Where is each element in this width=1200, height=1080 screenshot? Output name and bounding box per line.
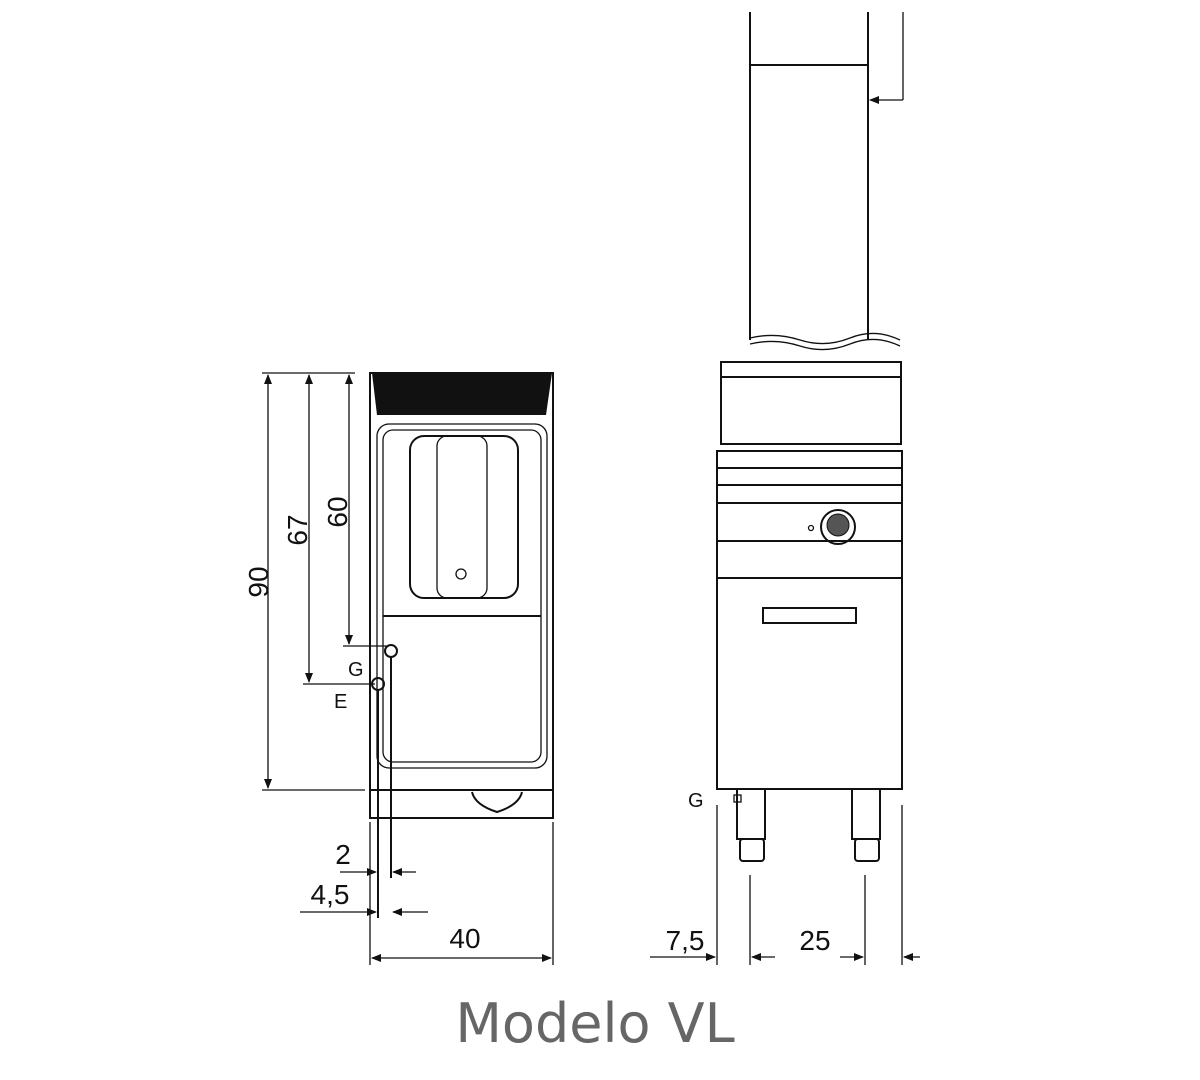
dim-offset-4-5: 4,5 [311,879,350,910]
dim-offset-2: 2 [335,839,351,870]
front-gas-label: G [688,790,704,812]
side-electric-label: E [334,691,347,713]
dim-height-g: 60 [322,496,353,527]
dim-left-offset: 7,5 [666,925,705,956]
gas-connection-circle [384,644,398,658]
model-title: Modelo VL [455,992,735,1055]
dim-height-total: 90 [243,566,274,597]
tank [409,435,519,599]
side-gas-label: G [348,659,364,681]
front-body [716,450,903,790]
side-body [369,372,554,819]
side-view: G E 90 67 60 2 4,5 40 [243,372,554,965]
side-panel [376,423,548,769]
dim-height-e: 67 [282,514,313,545]
front-top-box [720,361,902,445]
door-handle [762,607,857,624]
top-band [372,373,552,415]
side-foot [471,791,523,814]
dim-leg-spacing: 25 [799,925,830,956]
dim-depth: 40 [449,923,480,954]
control-knob [820,509,856,545]
front-view: G 7,5 25 [650,12,920,965]
leg-right [851,788,881,840]
